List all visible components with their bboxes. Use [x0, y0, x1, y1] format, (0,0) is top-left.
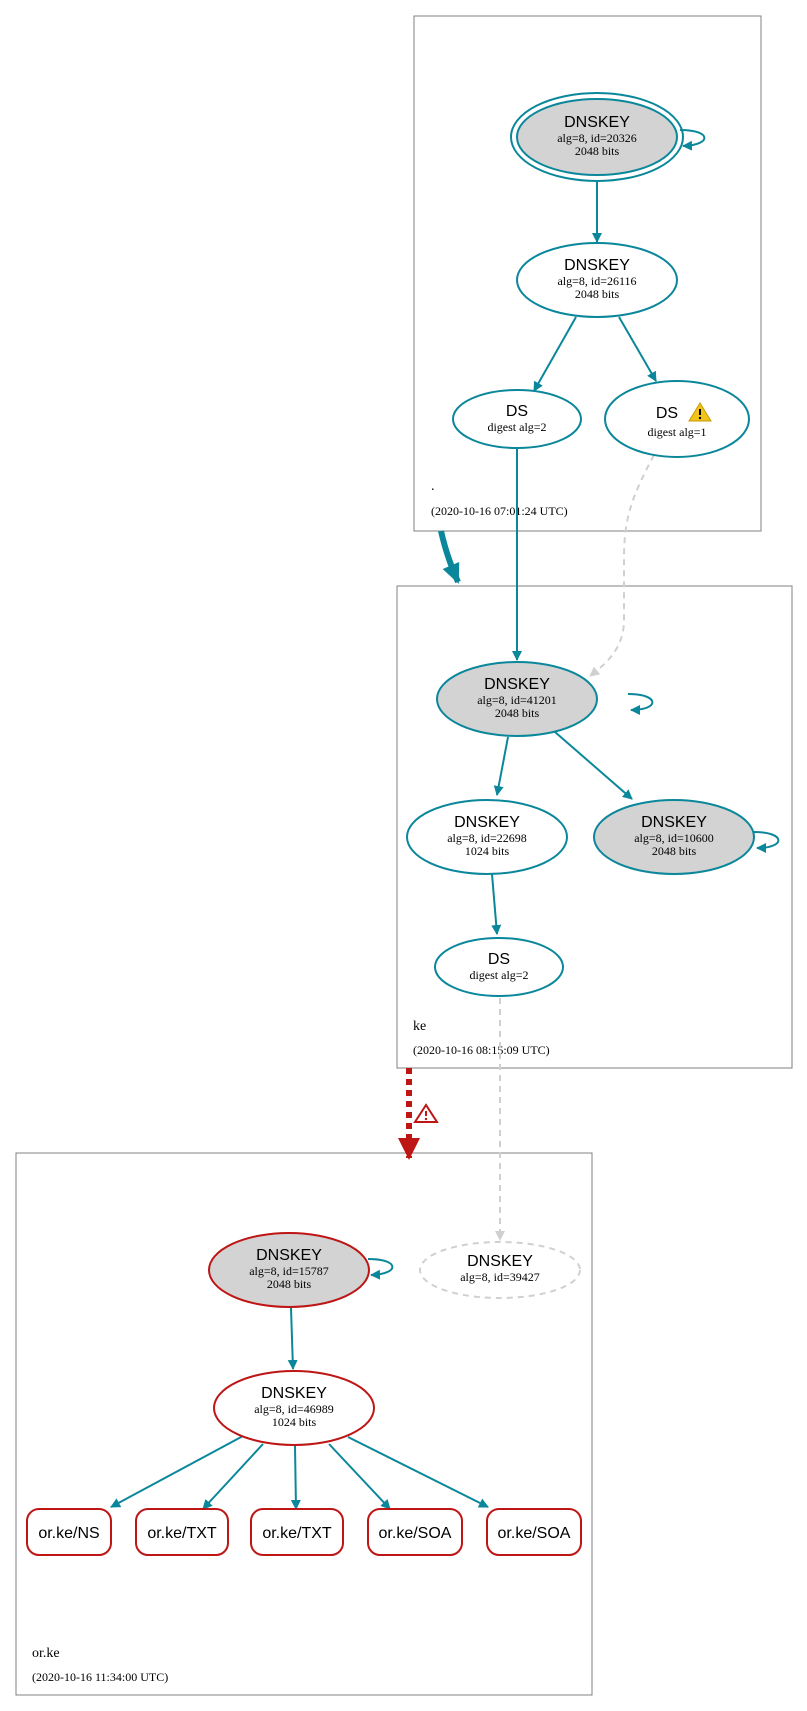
edge-ke-zsk-to-ds — [491, 873, 502, 935]
node-title: DS — [656, 405, 678, 422]
zone-orke: or.ke (2020-10-16 11:34:00 UTC) — [15, 1152, 593, 1696]
zone-root-name: . — [431, 479, 435, 494]
node-line1: alg=8, id=22698 — [447, 831, 527, 845]
rrset-or-ke-txt-2: or.ke/TXT — [250, 1508, 344, 1556]
node-orke-ksk: DNSKEY alg=8, id=15787 2048 bits — [208, 1232, 370, 1308]
node-title: DNSKEY — [261, 1385, 327, 1402]
node-orke-missing-key: DNSKEY alg=8, id=39427 — [419, 1241, 581, 1299]
node-title: DS — [488, 951, 510, 968]
node-root-zsk: DNSKEY alg=8, id=26116 2048 bits — [516, 242, 678, 318]
rrset-or-ke-soa-2: or.ke/SOA — [486, 1508, 582, 1556]
node-title: DNSKEY — [564, 114, 630, 131]
edge-orke-zsk-to-rr-ns — [110, 1435, 244, 1508]
self-loop-ke-key2 — [753, 831, 780, 853]
node-line1: digest alg=2 — [487, 420, 546, 434]
node-line2: 2048 bits — [575, 287, 620, 301]
node-ke-ksk: DNSKEY alg=8, id=41201 2048 bits — [436, 661, 598, 737]
node-root-ds-alg1: DS digest alg=1 — [604, 380, 750, 458]
node-line1: alg=8, id=39427 — [460, 1270, 540, 1284]
rrset-label: or.ke/TXT — [262, 1525, 332, 1542]
node-line2: 2048 bits — [652, 844, 697, 858]
node-ke-zsk: DNSKEY alg=8, id=22698 1024 bits — [406, 799, 568, 875]
edge-root-zsk-to-ds2 — [533, 316, 577, 392]
node-title: DS — [506, 403, 528, 420]
node-line2: 1024 bits — [465, 844, 510, 858]
zone-orke-name: or.ke — [32, 1646, 60, 1661]
rrset-or-ke-ns: or.ke/NS — [26, 1508, 112, 1556]
node-title: DNSKEY — [564, 257, 630, 274]
edge-ke-ksk-to-key2 — [554, 731, 633, 800]
node-ke-key-10600: DNSKEY alg=8, id=10600 2048 bits — [593, 799, 755, 875]
zone-root-timestamp: (2020-10-16 07:01:24 UTC) — [431, 504, 568, 518]
zone-ke: ke (2020-10-16 08:15:09 UTC) — [396, 585, 793, 1069]
rrset-label: or.ke/TXT — [147, 1525, 217, 1542]
node-line1: digest alg=1 — [647, 425, 706, 439]
edge-root-zsk-to-ds1 — [618, 316, 657, 382]
node-line1: alg=8, id=26116 — [557, 274, 636, 288]
node-title: DNSKEY — [484, 676, 550, 693]
edge-ke-ksk-to-zsk — [493, 736, 509, 796]
warning-icon — [688, 402, 712, 422]
node-title: DNSKEY — [454, 814, 520, 831]
rrset-label: or.ke/SOA — [379, 1525, 452, 1542]
self-loop-root-ksk — [679, 129, 706, 151]
zone-orke-timestamp: (2020-10-16 11:34:00 UTC) — [32, 1670, 168, 1684]
node-title: DNSKEY — [256, 1247, 322, 1264]
node-line1: alg=8, id=20326 — [557, 131, 637, 145]
rrset-label: or.ke/SOA — [498, 1525, 571, 1542]
edge-orke-zsk-to-rr-txt1 — [202, 1443, 264, 1510]
node-line1: alg=8, id=41201 — [477, 693, 557, 707]
node-title: DNSKEY — [467, 1253, 533, 1270]
node-line2: 1024 bits — [272, 1415, 317, 1429]
node-line2: 2048 bits — [267, 1277, 312, 1291]
node-line2: 2048 bits — [495, 706, 540, 720]
delegation-warning-icon — [413, 1103, 439, 1123]
node-title: DNSKEY — [641, 814, 707, 831]
zone-ke-name: ke — [413, 1019, 426, 1034]
edge-orke-zsk-to-rr-soa1 — [328, 1443, 391, 1510]
self-loop-ke-ksk — [627, 693, 654, 715]
edge-orke-ksk-to-zsk — [287, 1307, 298, 1370]
rrset-or-ke-soa-1: or.ke/SOA — [367, 1508, 463, 1556]
edge-orke-zsk-to-rr-txt2 — [290, 1445, 301, 1510]
node-root-ds-alg2: DS digest alg=2 — [452, 389, 582, 449]
node-orke-zsk: DNSKEY alg=8, id=46989 1024 bits — [213, 1370, 375, 1446]
edge-orke-zsk-to-rr-soa2 — [347, 1436, 489, 1508]
zone-root: . (2020-10-16 07:01:24 UTC) — [413, 15, 762, 532]
node-line1: digest alg=2 — [469, 968, 528, 982]
rrset-label: or.ke/NS — [38, 1525, 99, 1542]
node-line1: alg=8, id=46989 — [254, 1402, 334, 1416]
node-root-ksk: DNSKEY alg=8, id=20326 2048 bits — [510, 92, 684, 182]
delegation-root-to-ke — [438, 530, 461, 584]
zone-ke-timestamp: (2020-10-16 08:15:09 UTC) — [413, 1043, 550, 1057]
edge-root-ds1-to-ke-ksk — [589, 454, 655, 677]
self-loop-orke-ksk — [367, 1258, 394, 1280]
node-ke-ds: DS digest alg=2 — [434, 937, 564, 997]
rrset-or-ke-txt-1: or.ke/TXT — [135, 1508, 229, 1556]
node-line1: alg=8, id=10600 — [634, 831, 714, 845]
node-line2: 2048 bits — [575, 144, 620, 158]
node-line1: alg=8, id=15787 — [249, 1264, 329, 1278]
